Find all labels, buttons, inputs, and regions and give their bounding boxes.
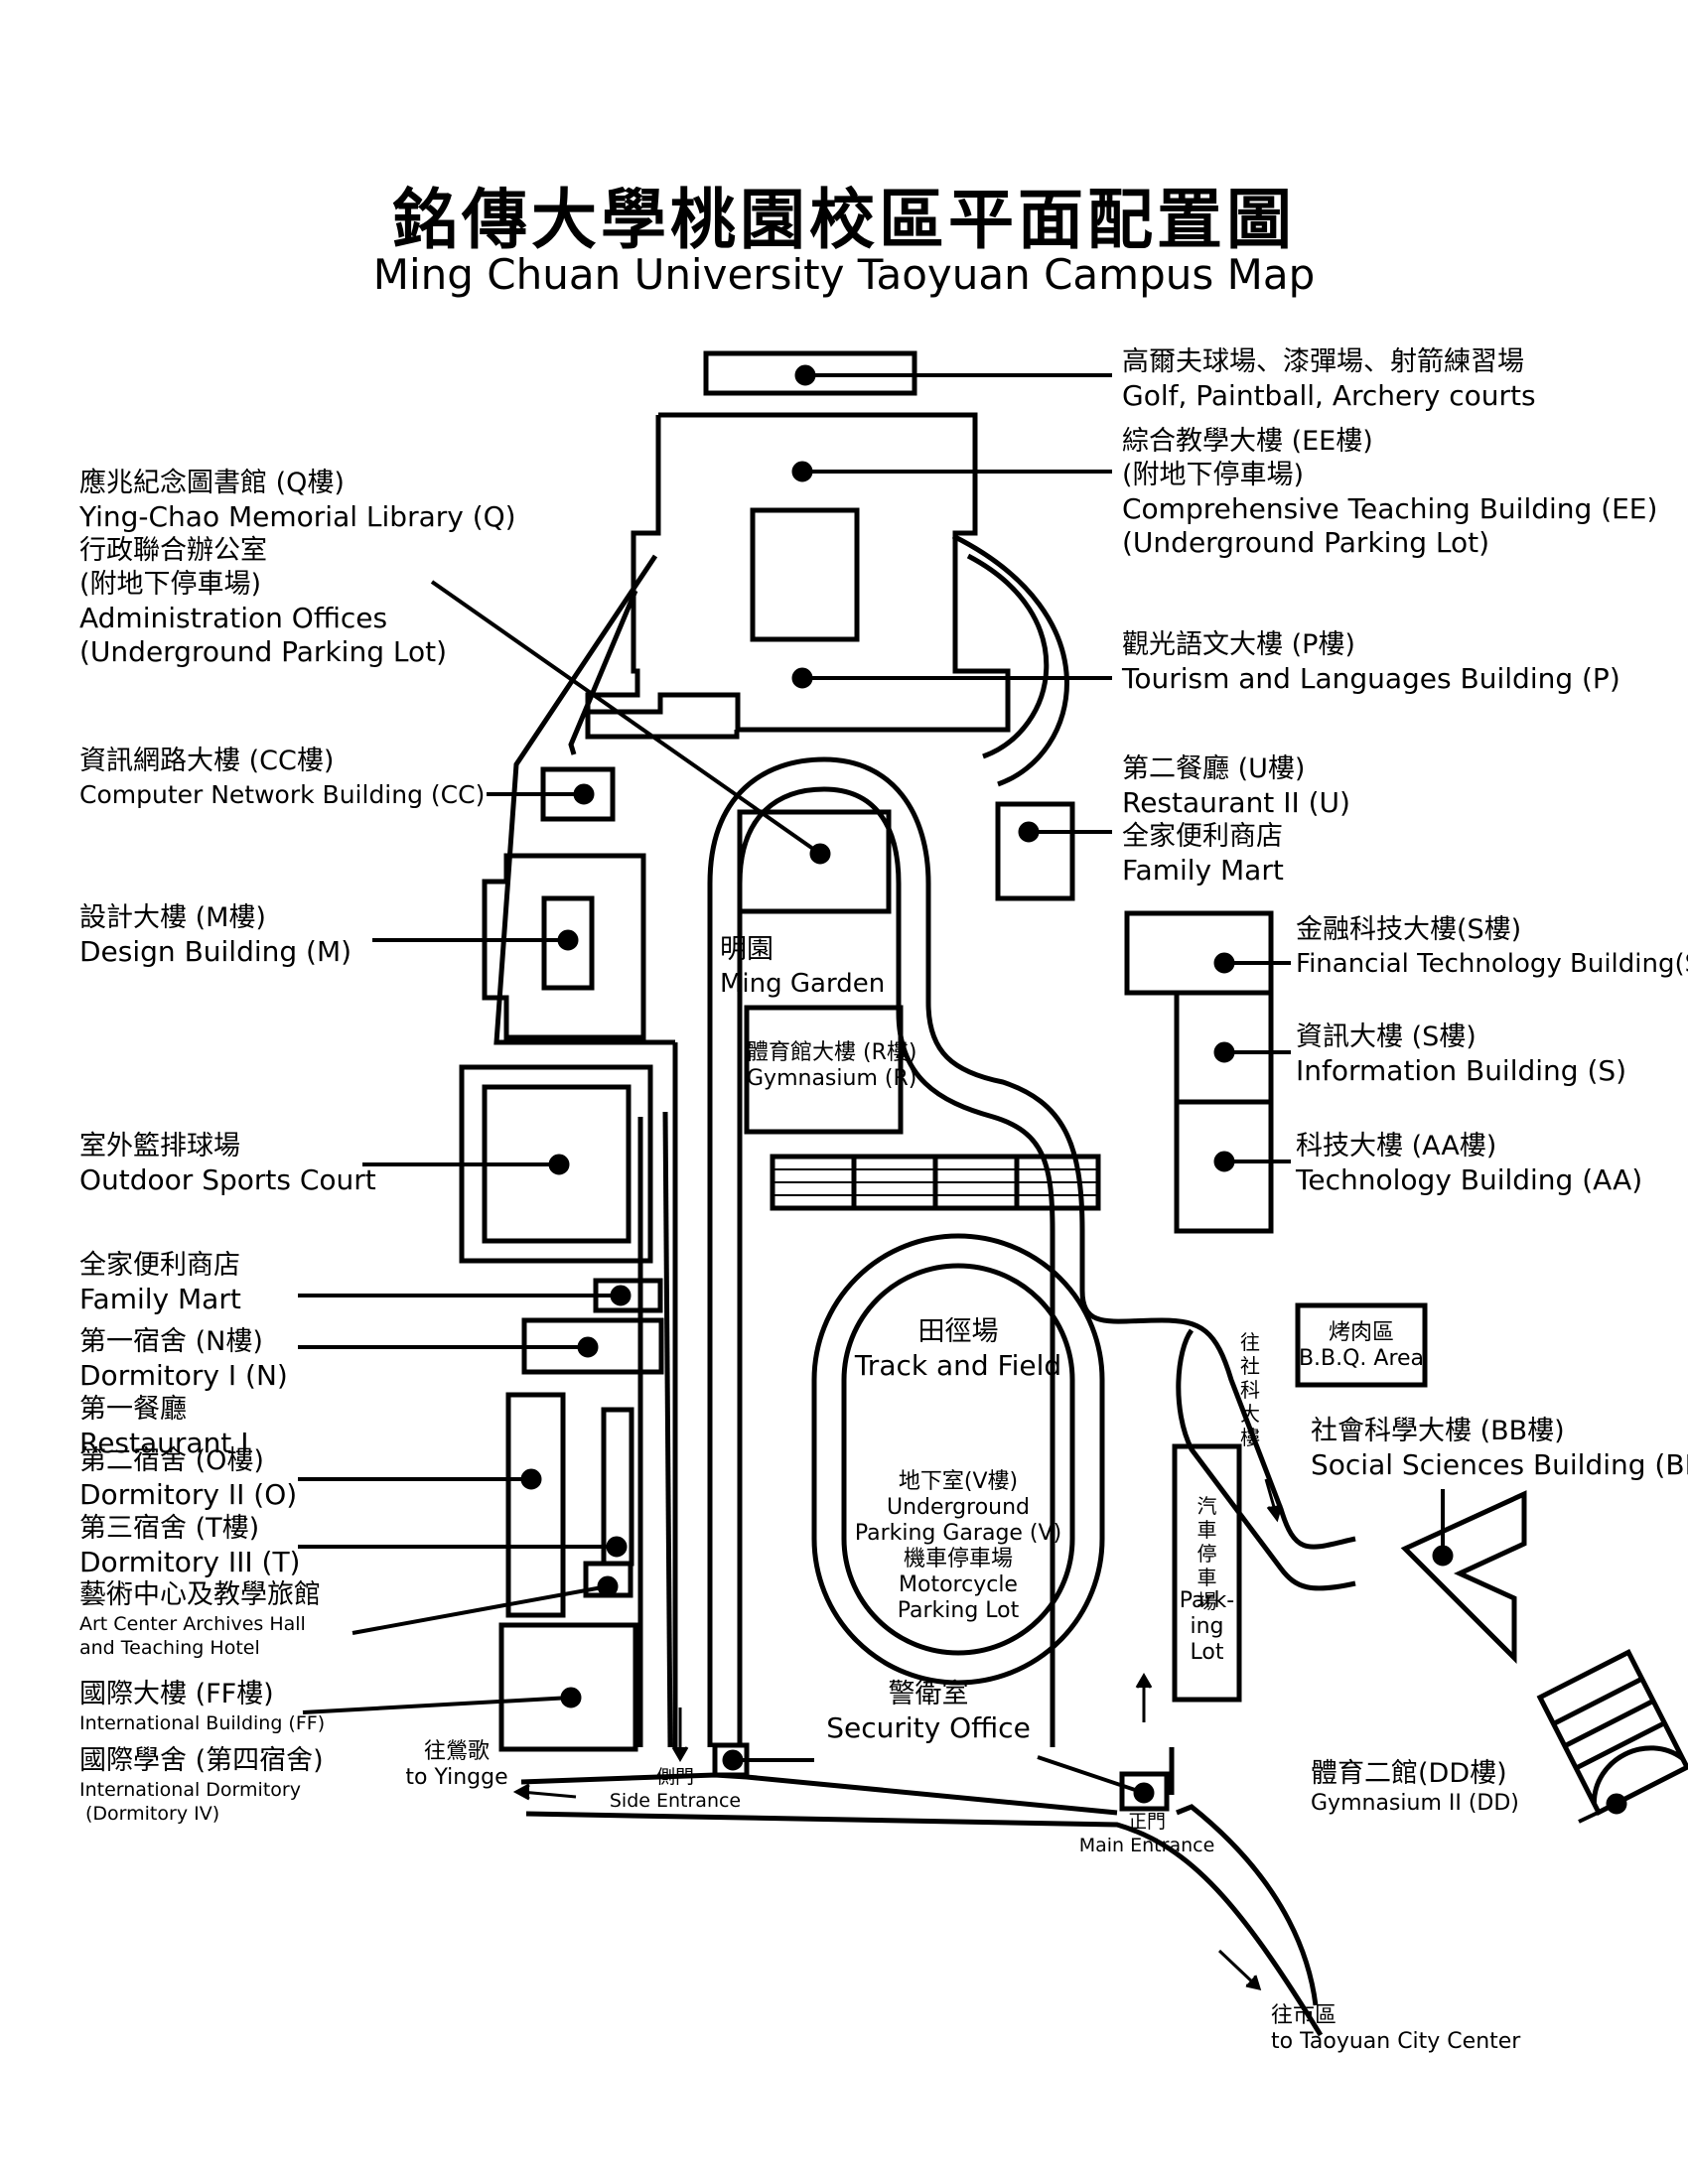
label-intl-dorm: 國際學舍 (第四宿舍) International Dormitory(Dorm… bbox=[79, 1745, 324, 1825]
map-title-zh: 銘傳大學桃園校區平面配置圖 bbox=[392, 182, 1296, 258]
road-to-city bbox=[1176, 1804, 1319, 2006]
ring-road-inner bbox=[966, 553, 1050, 759]
m-building bbox=[482, 853, 646, 1040]
label-parking-zh: 汽車停車場 bbox=[1196, 1494, 1217, 1613]
label-fintech: 金融科技大樓(S樓)Financial Technology Building(… bbox=[1296, 914, 1688, 979]
bbq-area bbox=[1295, 1302, 1428, 1388]
parking-lot bbox=[1172, 1443, 1242, 1703]
label-gym: 體育館大樓 (R樓)Gymnasium (R) bbox=[747, 1040, 917, 1091]
track-inner bbox=[841, 1263, 1075, 1656]
gymnasium-building bbox=[744, 1005, 904, 1135]
label-info: 資訊大樓 (S樓)Information Building (S) bbox=[1296, 1022, 1627, 1087]
label-to-social: 往社科大樓 bbox=[1240, 1330, 1260, 1449]
label-aa: 科技大樓 (AA樓)Technology Building (AA) bbox=[1296, 1131, 1643, 1196]
label-dd: 體育二館(DD樓)Gymnasium II (DD) bbox=[1311, 1758, 1519, 1816]
library-building bbox=[750, 507, 860, 642]
label-garage: 地下室(V樓)Underground Parking Garage (V)機車停… bbox=[854, 1469, 1062, 1623]
main-gate bbox=[1119, 1771, 1170, 1812]
road-to-yingge bbox=[520, 1772, 1324, 2037]
ff-building bbox=[498, 1622, 638, 1752]
left-road bbox=[637, 1042, 678, 1747]
label-ff: 國際大樓 (FF樓)International Building (FF) bbox=[79, 1679, 326, 1734]
dormitory-2 bbox=[505, 1392, 566, 1618]
dd-building bbox=[1536, 1649, 1688, 1816]
map-title-en: Ming Chuan University Taoyuan Campus Map bbox=[372, 250, 1316, 299]
bb-building bbox=[1400, 1490, 1527, 1665]
label-p: 觀光語文大樓 (P樓)Tourism and Languages Buildin… bbox=[1122, 629, 1620, 695]
label-library: 應兆紀念圖書館 (Q樓)Ying-Chao Memorial Library (… bbox=[79, 468, 516, 668]
track-outer bbox=[811, 1233, 1105, 1686]
u-building bbox=[995, 801, 1075, 901]
label-dormitory-3: 第三宿舍 (T樓)Dormitory III (T) bbox=[79, 1513, 301, 1578]
label-dormitory-2: 第二宿舍 (O樓)Dormitory II (O) bbox=[79, 1445, 298, 1511]
fintech-building bbox=[1124, 910, 1274, 996]
label-ee: 綜合教學大樓 (EE樓)(附地下停車場) Comprehensive Teach… bbox=[1122, 426, 1658, 559]
ming-garden-plaza bbox=[737, 809, 892, 914]
label-bb: 社會科學大樓 (BB樓)Social Sciences Building (BB… bbox=[1311, 1416, 1688, 1481]
central-road bbox=[707, 756, 1356, 1747]
label-m: 設計大樓 (M樓)Design Building (M) bbox=[79, 902, 352, 968]
label-cc: 資訊網路大樓 (CC樓)Computer Network Building (C… bbox=[79, 746, 486, 809]
aa-building bbox=[1174, 1099, 1274, 1234]
